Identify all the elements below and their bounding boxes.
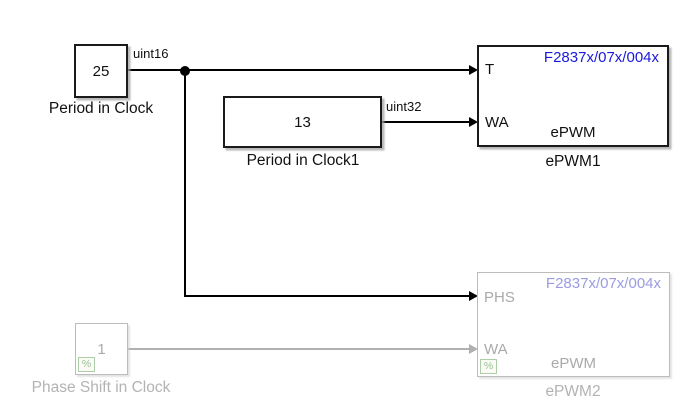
- signal-type-uint32: uint32: [386, 99, 422, 114]
- constant-value: 1: [97, 340, 106, 358]
- arrowhead-epwm1-wa: [469, 117, 478, 127]
- epwm1-mask-label: ePWM: [550, 124, 596, 141]
- arrowhead-epwm2-wa: [469, 344, 478, 354]
- percent-badge-icon: %: [78, 357, 95, 372]
- block-label-period-in-clock1[interactable]: Period in Clock1: [246, 152, 360, 169]
- block-period-in-clock1[interactable]: 13: [223, 96, 382, 148]
- block-label-period-in-clock[interactable]: Period in Clock: [48, 100, 154, 117]
- block-period-in-clock[interactable]: 25: [74, 44, 128, 98]
- block-epwm1[interactable]: F2837x/07x/004x T WA ePWM: [477, 45, 669, 147]
- arrowhead-epwm1-t: [469, 65, 478, 75]
- epwm2-port-wa: WA: [484, 341, 508, 358]
- wire-branch-to-epwm2-phs[interactable]: [184, 295, 469, 297]
- epwm1-port-wa: WA: [485, 114, 509, 131]
- epwm2-mask-label: ePWM: [551, 355, 596, 372]
- epwm2-target-header: F2837x/07x/004x: [545, 275, 661, 292]
- wire-branch-vertical[interactable]: [184, 70, 186, 296]
- block-epwm2[interactable]: F2837x/07x/004x PHS WA ePWM %: [477, 272, 670, 377]
- wire-period-to-epwm1-t[interactable]: [128, 69, 469, 71]
- wire-phaseshift-to-epwm2-wa[interactable]: [128, 348, 469, 350]
- epwm2-port-phs: PHS: [484, 289, 515, 306]
- block-label-epwm1[interactable]: ePWM1: [545, 153, 601, 170]
- epwm1-port-t: T: [485, 61, 495, 78]
- block-label-phase-shift-in-clock[interactable]: Phase Shift in Clock: [31, 379, 171, 396]
- block-phase-shift-in-clock[interactable]: 1 %: [75, 323, 128, 375]
- block-label-epwm2[interactable]: ePWM2: [545, 383, 601, 400]
- wire-period1-to-epwm1-wa[interactable]: [382, 121, 469, 123]
- signal-type-uint16: uint16: [133, 46, 169, 61]
- arrowhead-epwm2-phs: [469, 291, 478, 301]
- percent-badge-icon: %: [480, 359, 497, 374]
- constant-value: 25: [92, 62, 110, 80]
- epwm1-target-header: F2837x/07x/004x: [543, 49, 659, 66]
- constant-value: 13: [294, 113, 311, 131]
